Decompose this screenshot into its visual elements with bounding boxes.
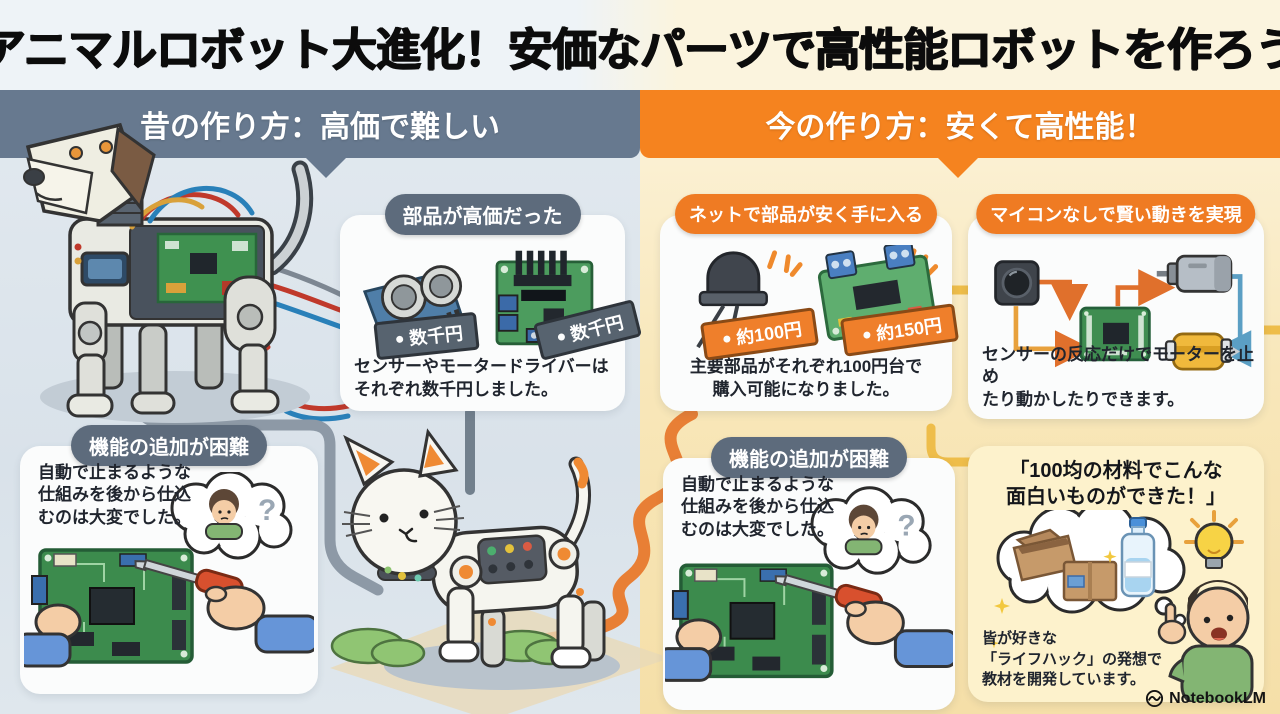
card-cheap-parts: ネットで部品が安く手に入る [660,194,960,411]
watermark: NotebookLM [1145,689,1266,708]
card-lifehack-caption: 皆が好きな 「ライフハック」の発想で 教材を開発しています。 [982,630,1163,688]
card-no-mcu-caption: センサーの反応だけでモーターを止め たり動かしたりできます。 [982,344,1254,409]
left-hand [24,603,82,668]
question-mark: ? [258,494,276,527]
thought-bubble: ? [158,472,293,578]
right-hand [844,600,953,668]
card-expensive-parts-caption: センサーやモータードライバーは それぞれ数千円しました。 [354,357,609,399]
card-hard-to-add-old-caption: 自動で止まるような 仕組みを後から仕込 むのは大変でした。 [38,463,191,527]
card-no-mcu-badge: マイコンなしで賢い動きを実現 [976,194,1256,234]
tag-hole [557,332,566,341]
card-lifehack: 「100均の材料でこんな 面白いものができた！」 [968,446,1264,702]
dc-motor-icon [1156,254,1233,293]
card-hard-to-add-old-badge: 機能の追加が困難 [71,425,267,466]
new-method-header: 今の作り方：安くて高性能！ [640,90,1280,158]
control-board-icon [1079,306,1151,362]
card-hard-to-add-old: 機能の追加が困難 ? [20,425,318,694]
plastic-bottle [1120,517,1156,598]
button-sensor-icon [994,260,1040,306]
watermark-label: NotebookLM [1169,689,1266,707]
card-lifehack-quote: 「100均の材料でこんな 面白いものができた！」 [1006,460,1226,508]
card-cheap-parts-caption: 主要部品がそれぞれ100円台で 購入可能になりました。 [689,357,923,399]
gear-motor-icon [1164,332,1241,371]
boy-illustration [1157,580,1254,702]
tag-hole [862,330,871,339]
lightbulb-icon [1184,510,1244,569]
robot-dog-illustration [23,122,314,423]
thought-bubble: ? [798,486,932,593]
circuit-board [31,548,194,664]
right-hand [204,585,314,654]
card-no-mcu: マイコンなしで賢い動きを実現 [968,194,1264,419]
tag-hole [395,334,404,343]
soldering-illustration-2: ? [665,486,953,682]
card-hard-to-add-new: 機能の追加が困難 ? [663,437,955,710]
card-cheap-parts-badge: ネットで部品が安く手に入る [675,194,937,234]
sensor-motor-diagram [994,254,1252,371]
card-hard-to-add-new-badge: 機能の追加が困難 [711,437,907,478]
cardboard-boxes [1012,528,1118,602]
cat-whiskers [342,505,465,537]
left-hand [665,618,723,682]
bush-left [330,627,426,668]
card-expensive-parts-badge: 部品が高価だった [384,194,581,235]
new-header-pointer [938,158,978,178]
lifehack-illustration [988,510,1254,702]
card-hard-to-add-new-caption: 自動で止まるような 仕組みを後から仕込 むのは大変でした。 [681,475,834,539]
page-title: アニマルロボット大進化！安価なパーツで高性能ロボットを作ろう [0,23,1280,75]
tag-hole [722,334,731,343]
card-expensive-parts: 部品が高価だった [340,194,643,411]
robot-cat-illustration [330,428,662,714]
question-mark: ? [897,509,915,542]
sparkle-stars [988,550,1117,649]
notebooklm-logo-icon [1146,689,1164,708]
new-method-header-label: 今の作り方：安くて高性能！ [765,111,1155,144]
old-method-header-label: 昔の作り方：高価で難しい [140,111,500,144]
soldering-illustration: ? [24,472,314,668]
old-header-pointer [306,158,346,178]
title-banner: アニマルロボット大進化！安価なパーツで高性能ロボットを作ろう [0,0,1280,90]
